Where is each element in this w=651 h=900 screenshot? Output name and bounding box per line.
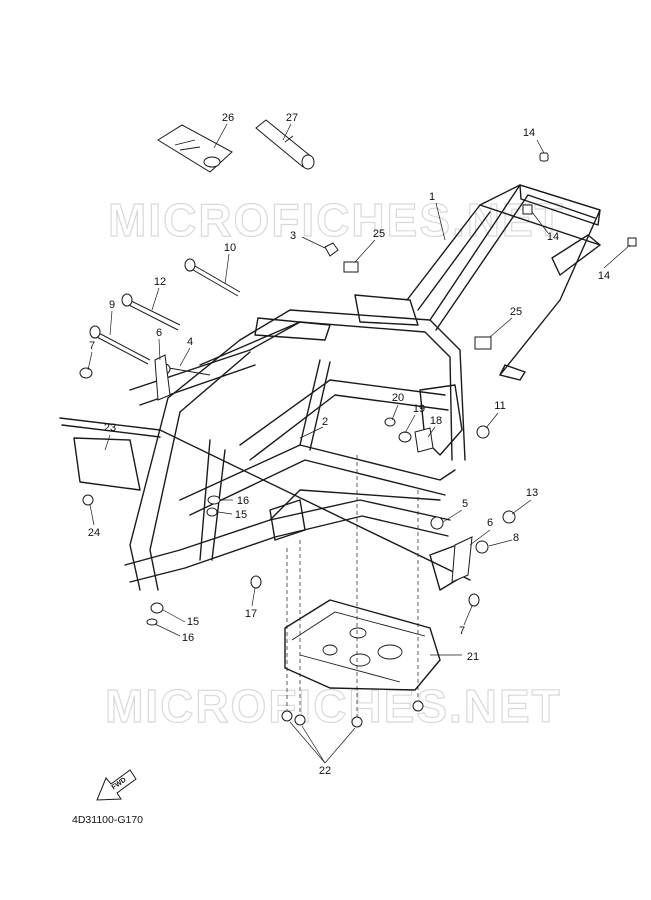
callout-13: 13 [526, 487, 538, 499]
leader-lines [87, 123, 631, 764]
callout-3: 3 [290, 230, 296, 242]
callout-26: 26 [222, 112, 234, 124]
callout-15-bottom: 15 [187, 616, 199, 628]
diagram-code: 4D31100-G170 [72, 814, 143, 826]
callout-5: 5 [462, 498, 468, 510]
hardware [79, 152, 637, 728]
callout-10: 10 [224, 242, 236, 254]
callout-22: 22 [319, 765, 331, 777]
callout-24: 24 [88, 527, 100, 539]
watermark-top: MICROFICHES.NET [108, 194, 565, 246]
callout-7-left: 7 [89, 340, 95, 352]
callout-8: 8 [513, 532, 519, 544]
skid-plate [284, 599, 441, 691]
callout-4: 4 [187, 336, 193, 348]
callout-14-right: 14 [598, 270, 610, 282]
part-26-packet [157, 124, 233, 173]
callout-19: 19 [413, 403, 425, 415]
callout-7-right: 7 [459, 625, 465, 637]
callout-18: 18 [430, 415, 442, 427]
callout-12: 12 [154, 276, 166, 288]
callout-14-top: 14 [523, 127, 535, 139]
callout-6-right: 6 [487, 517, 493, 529]
callout-6-left: 6 [156, 327, 162, 339]
bolt-lines-22 [286, 455, 419, 718]
callouts: 26 27 14 1 14 14 3 25 10 12 9 6 4 7 25 2… [88, 112, 610, 777]
fwd-arrow-icon: FWD [96, 769, 137, 801]
callout-16-mid: 16 [237, 495, 249, 507]
callout-14-mid: 14 [547, 231, 559, 243]
callout-21: 21 [467, 651, 479, 663]
callout-1: 1 [429, 191, 435, 203]
callout-15-mid: 15 [235, 509, 247, 521]
callout-23: 23 [104, 422, 116, 434]
callout-11: 11 [494, 400, 505, 412]
callout-9: 9 [109, 299, 115, 311]
callout-20: 20 [392, 392, 404, 404]
callout-27: 27 [286, 112, 298, 124]
callout-25-right: 25 [510, 306, 522, 318]
part-27-tube [255, 119, 315, 170]
callout-2: 2 [322, 416, 328, 428]
callout-25-top: 25 [373, 228, 385, 240]
callout-17: 17 [245, 608, 257, 620]
callout-16-bottom: 16 [182, 632, 194, 644]
